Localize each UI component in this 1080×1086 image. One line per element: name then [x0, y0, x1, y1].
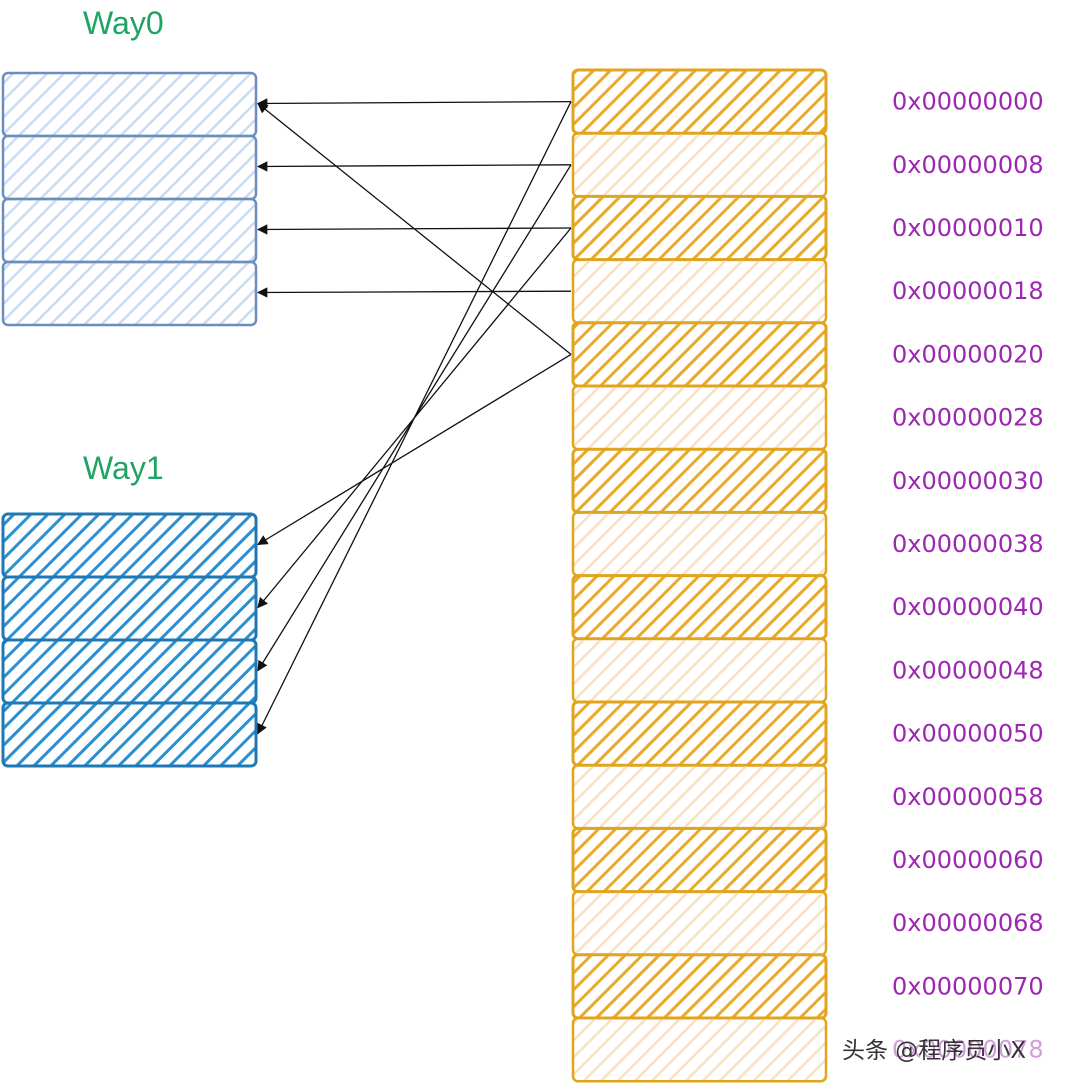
- way0-line-0: [1, 71, 258, 138]
- address-label-6: 0x00000030: [892, 467, 1044, 495]
- memory-block-15: [571, 1016, 828, 1083]
- address-label-0: 0x00000000: [892, 88, 1044, 116]
- watermark: 头条 @程序员小X: [836, 1030, 1066, 1070]
- mapping-arrow-4: [257, 102, 572, 355]
- watermark-text: 头条 @程序员小X: [842, 1038, 1026, 1064]
- address-label-2: 0x00000010: [892, 214, 1044, 242]
- way0-line-2: [1, 197, 258, 264]
- address-label-8: 0x00000040: [892, 593, 1044, 621]
- mapping-arrow-1: [256, 161, 572, 172]
- mapping-arrow-3: [256, 287, 572, 298]
- main-memory-blocks: [571, 68, 828, 1083]
- memory-address-labels: 0x00000000 0x00000008 0x00000010 0x00000018…: [892, 88, 1044, 1064]
- way1-title: Way1: [83, 450, 164, 486]
- memory-block-10: [571, 700, 828, 767]
- address-label-11: 0x00000058: [892, 783, 1044, 811]
- memory-block-3: [571, 258, 828, 325]
- mapping-arrow-8: [257, 353, 572, 546]
- address-label-13: 0x00000068: [892, 909, 1044, 937]
- memory-block-7: [571, 511, 828, 577]
- memory-block-1: [571, 131, 828, 198]
- address-label-10: 0x00000050: [892, 720, 1044, 748]
- way0-line-1: [1, 134, 258, 201]
- way0-cache-set: Way0: [1, 5, 258, 327]
- way1-line-3: [1, 701, 258, 768]
- way0-title: Way0: [83, 5, 164, 41]
- way0-line-3: [1, 260, 258, 327]
- way1-line-2: [1, 638, 258, 705]
- watermark-backdrop: [836, 1030, 1066, 1070]
- memory-block-12: [571, 826, 828, 894]
- memory-block-13: [571, 890, 828, 957]
- way1-line-1: [1, 575, 258, 642]
- mapping-arrows: [256, 98, 572, 735]
- memory-block-0: [571, 68, 828, 135]
- address-label-7: 0x00000038: [892, 530, 1044, 558]
- memory-block-2: [571, 194, 828, 262]
- address-label-4: 0x00000020: [892, 340, 1044, 368]
- mapping-arrow-7: [257, 227, 572, 609]
- memory-block-11: [571, 763, 828, 830]
- memory-block-4: [571, 321, 828, 388]
- memory-block-8: [571, 574, 828, 641]
- memory-block-9: [571, 637, 828, 704]
- address-label-5: 0x00000028: [892, 404, 1044, 432]
- mapping-arrow-0: [256, 98, 572, 109]
- address-label-1: 0x00000008: [892, 151, 1044, 179]
- way1-cache-set: Way1: [1, 450, 258, 768]
- memory-block-6: [571, 447, 828, 514]
- memory-block-5: [571, 384, 828, 451]
- address-label-3: 0x00000018: [892, 277, 1044, 305]
- address-label-14: 0x00000070: [892, 972, 1044, 1000]
- address-label-12: 0x00000060: [892, 846, 1044, 874]
- way1-line-0: [1, 512, 258, 579]
- address-label-9: 0x00000048: [892, 656, 1044, 684]
- memory-block-14: [571, 953, 828, 1020]
